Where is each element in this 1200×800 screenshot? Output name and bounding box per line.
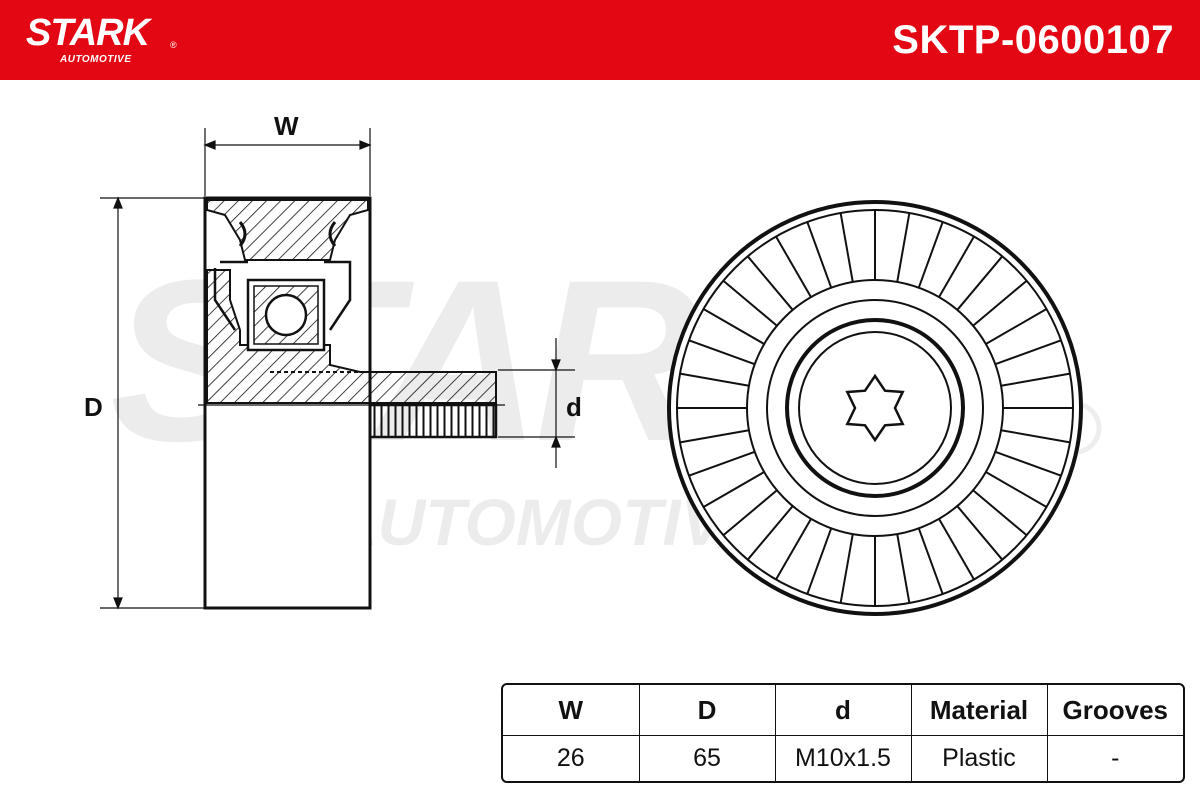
part-number: SKTP-0600107 — [892, 18, 1174, 62]
pulley-side-section — [198, 196, 505, 610]
pulley-rib — [896, 212, 911, 283]
pulley-rib — [746, 505, 794, 561]
pulley-rib — [938, 518, 975, 580]
pulley-rib — [703, 308, 765, 345]
pulley-rib — [896, 533, 911, 604]
pulley-rib — [703, 471, 765, 508]
pulley-rib — [985, 471, 1047, 508]
spec-value-d: 65 — [638, 735, 775, 781]
pulley-rib — [994, 339, 1062, 366]
pulley-rib — [688, 339, 756, 366]
pulley-rib — [746, 255, 794, 311]
pulley-rib — [806, 221, 833, 289]
spec-header-w: W — [503, 685, 639, 736]
pulley-rib — [775, 518, 812, 580]
pulley-rib — [679, 429, 750, 444]
spec-value-w: 26 — [556, 744, 585, 772]
pulley-rib — [972, 489, 1028, 537]
pulley-rib — [806, 527, 833, 595]
pulley-rib — [972, 279, 1028, 327]
header-bar: STARK ® AUTOMOTIVE SKTP-0600107 — [0, 0, 1200, 80]
spec-header-row: W D d Material Grooves — [503, 685, 1183, 736]
pulley-rib — [688, 450, 756, 477]
pulley-rib — [917, 527, 944, 595]
spec-value-row: 26 65 M10x1.5 Plastic - — [503, 735, 1183, 781]
pulley-rib — [722, 489, 778, 537]
pulley-rib — [679, 372, 750, 387]
pulley-rib — [1000, 429, 1071, 444]
thread-label: d — [566, 392, 582, 422]
pulley-rib — [839, 212, 854, 283]
spec-value-material: Plastic — [910, 735, 1047, 781]
pulley-rib — [985, 308, 1047, 345]
spec-value-thread: M10x1.5 — [774, 735, 911, 781]
diameter-label: D — [84, 392, 103, 422]
spec-header-d: D — [638, 685, 775, 736]
diameter-dimension — [100, 196, 205, 610]
brand-logo: STARK — [26, 12, 150, 54]
pulley-rib — [1000, 372, 1071, 387]
pulley-front-view — [667, 200, 1083, 616]
pulley-rib — [994, 450, 1062, 477]
pulley-rib — [917, 221, 944, 289]
width-label: W — [274, 111, 299, 141]
spec-header-material: Material — [910, 685, 1047, 736]
pulley-rib — [938, 236, 975, 298]
specification-table: W D d Material Grooves 26 65 M10x1.5 Pla… — [501, 683, 1185, 783]
spec-header-grooves: Grooves — [1046, 685, 1183, 736]
pulley-rib — [722, 279, 778, 327]
thread-dimension — [498, 338, 575, 468]
pulley-rib — [839, 533, 854, 604]
pulley-rib — [775, 236, 812, 298]
spec-value-grooves: - — [1046, 735, 1183, 781]
pulley-rib — [956, 255, 1004, 311]
spec-header-thread: d — [774, 685, 911, 736]
technical-drawing: STARK AUTOMOTIVE W D d — [84, 111, 1102, 616]
width-dimension — [203, 128, 372, 196]
pulley-rib — [956, 505, 1004, 561]
brand-logo-subtitle: AUTOMOTIVE — [60, 54, 132, 65]
brand-registered-mark: ® — [170, 40, 177, 50]
